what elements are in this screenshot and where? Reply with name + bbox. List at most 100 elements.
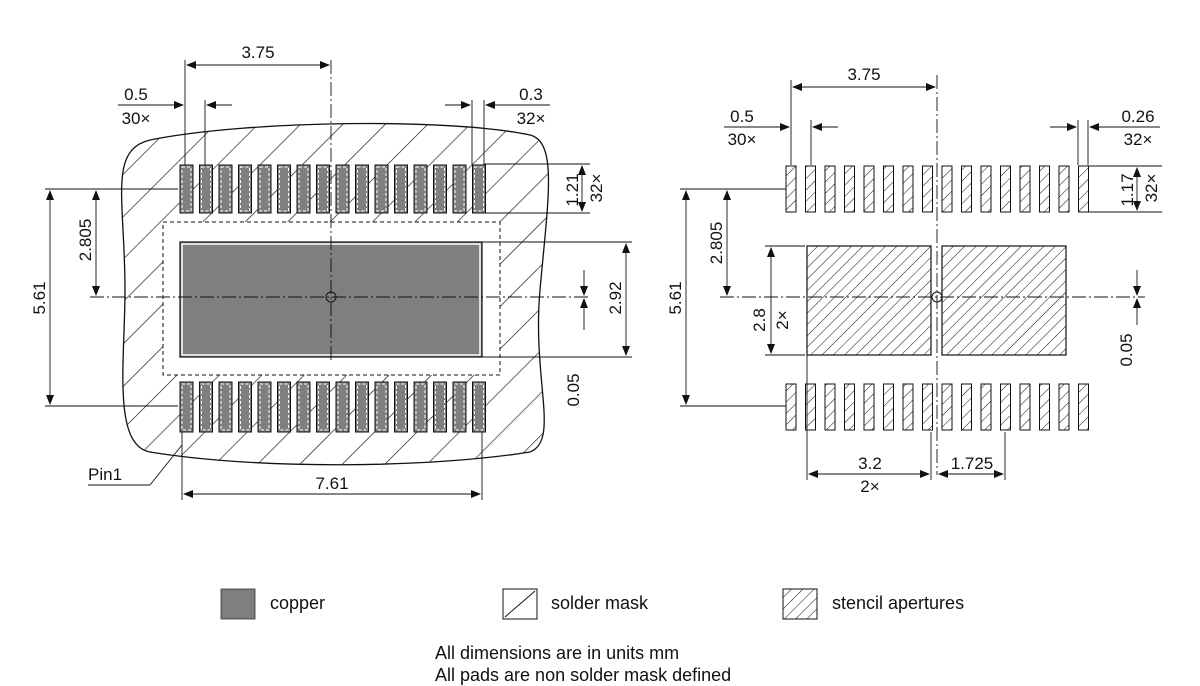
stencil-dim-aperture-offset: 1.725 (951, 454, 994, 473)
stencil-bottom-pad (805, 383, 816, 431)
stencil-top-pad (1019, 165, 1031, 213)
bottom-pad (218, 381, 233, 433)
stencil-bottom-pad (1058, 383, 1070, 431)
stencil-dim-aperture-width: 3.2 (858, 454, 882, 473)
bottom-pad (238, 381, 252, 433)
bottom-pad (394, 381, 408, 433)
stencil-bottom-pad (1000, 383, 1011, 431)
stencil-bottom-pad (824, 383, 836, 431)
dim-pad-length: 1.21 (563, 173, 582, 206)
pad-stencil-outline (298, 383, 309, 431)
pad-stencil-outline (240, 383, 250, 431)
bottom-pad (179, 381, 194, 433)
stencil-dim-pad-gap: 0.26 (1121, 107, 1154, 126)
bottom-pad (199, 381, 213, 433)
bottom-pad (433, 381, 447, 433)
note-units: All dimensions are in units mm (435, 643, 680, 663)
top-pad (218, 164, 233, 214)
dim-pad-gap: 0.3 (519, 85, 543, 104)
stencil-bottom-pad (902, 383, 914, 431)
dim-pad-gap-qty: 32× (517, 109, 546, 128)
pad-stencil-outline (337, 166, 348, 212)
top-pad (316, 164, 330, 214)
stencil-top-pad (941, 165, 953, 213)
bottom-pad (316, 381, 330, 433)
dim-row-span: 5.61 (30, 281, 49, 314)
top-pad-row (179, 164, 486, 214)
stencil-top-pad (961, 165, 972, 213)
stencil-bottom-pad (980, 383, 992, 431)
stencil-top-pad (824, 165, 836, 213)
stencil-bottom-pad (922, 383, 933, 431)
stencil-top-pad (785, 165, 797, 213)
pad-stencil-outline (298, 166, 309, 212)
left-view: 3.75 0.5 30× 0.3 32× 1.21 32× 2.92 0.05 … (30, 43, 632, 500)
stencil-bottom-pad-row (785, 383, 1089, 431)
pad-stencil-outline (415, 383, 426, 431)
dim-pitch: 3.75 (241, 43, 274, 62)
pad-stencil-outline (201, 383, 211, 431)
stencil-top-pad (844, 165, 855, 213)
pad-stencil-outline (415, 166, 426, 212)
pad-stencil-outline (376, 383, 387, 431)
pad-stencil-outline (435, 383, 445, 431)
stencil-bottom-pad (883, 383, 894, 431)
pad-stencil-outline (454, 383, 465, 431)
stencil-bottom-pad (844, 383, 855, 431)
stencil-dim-pad-width: 0.5 (730, 107, 754, 126)
top-pad (452, 164, 467, 214)
stencil-aperture-left (806, 245, 932, 356)
top-pad (257, 164, 272, 214)
top-pad (296, 164, 311, 214)
stencil-dim-pitch: 3.75 (847, 65, 880, 84)
stencil-dim-pad-length: 1.17 (1118, 173, 1137, 206)
pad-stencil-outline (357, 166, 367, 212)
pad-stencil-outline (240, 166, 250, 212)
dim-pad-width: 0.5 (124, 85, 148, 104)
top-pad (472, 164, 486, 214)
top-pad (199, 164, 213, 214)
top-pad (433, 164, 447, 214)
legend-stencil-label: stencil apertures (832, 593, 964, 613)
stencil-bottom-pad (1019, 383, 1031, 431)
stencil-center-mark (931, 291, 943, 303)
stencil-top-pad (1000, 165, 1011, 213)
stencil-top-pad-row (785, 165, 1089, 213)
top-pad (394, 164, 408, 214)
pad-stencil-outline (318, 166, 328, 212)
pad-stencil-outline (396, 383, 406, 431)
stencil-top-pad (980, 165, 992, 213)
bottom-pad (413, 381, 428, 433)
pad-stencil-outline (220, 383, 231, 431)
top-pad (355, 164, 369, 214)
legend-stencil-swatch (782, 588, 818, 620)
stencil-dim-aperture-height-qty: 2× (773, 310, 792, 329)
stencil-top-pad (1078, 165, 1089, 213)
bottom-pad (335, 381, 350, 433)
dim-overall-width: 7.61 (315, 474, 348, 493)
bottom-pad (277, 381, 291, 433)
pin1-label: Pin1 (88, 465, 122, 484)
pad-stencil-outline (181, 383, 192, 431)
dim-mask-gap: 0.05 (564, 373, 583, 406)
dim-row-offset: 2.805 (76, 219, 95, 262)
bottom-pad (355, 381, 369, 433)
pad-stencil-outline (474, 383, 484, 431)
stencil-dim-pad-width-qty: 30× (728, 130, 757, 149)
stencil-top-pad (1058, 165, 1070, 213)
top-pad (374, 164, 389, 214)
bottom-pad (296, 381, 311, 433)
bottom-pad (452, 381, 467, 433)
pad-stencil-outline (337, 383, 348, 431)
dim-pad-width-qty: 30× (122, 109, 151, 128)
stencil-dim-pad-gap-qty: 32× (1124, 130, 1153, 149)
pad-stencil-outline (357, 383, 367, 431)
stencil-top-pad (883, 165, 894, 213)
top-pad (238, 164, 252, 214)
pad-stencil-outline (181, 166, 192, 212)
pad-stencil-outline (201, 166, 211, 212)
bottom-pad-row (179, 381, 486, 433)
legend: copper solder mask stencil apertures (220, 588, 964, 620)
right-view: 3.75 0.5 30× 0.26 32× 1.17 32× 0.05 2.80… (666, 65, 1162, 496)
